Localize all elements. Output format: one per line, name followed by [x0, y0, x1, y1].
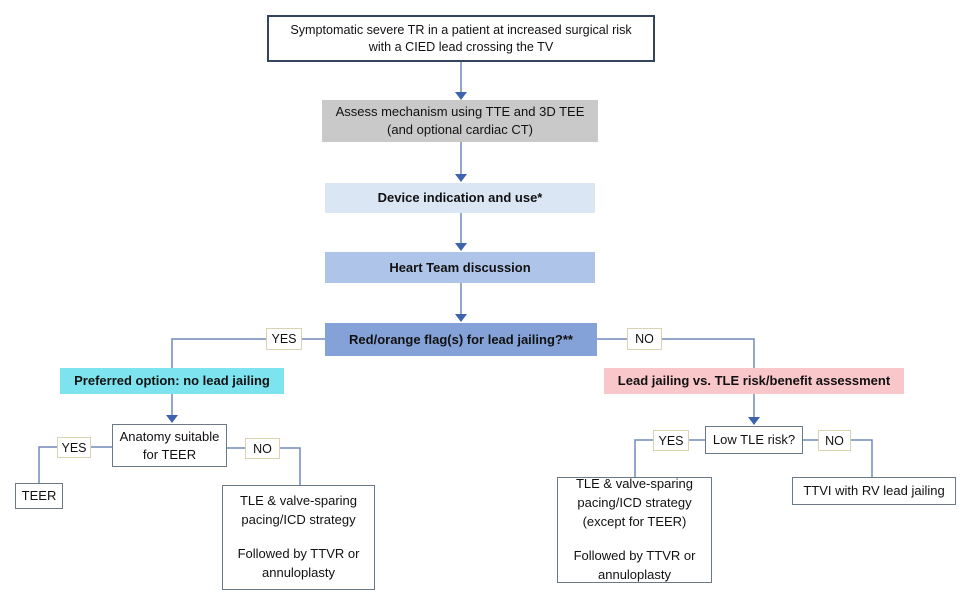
branch-label-no-anatomy: NO [245, 438, 280, 459]
node-teer-label: TEER [21, 488, 57, 504]
arrowhead-heart [455, 243, 467, 251]
node-low-tle-label: Low TLE risk? [712, 432, 796, 448]
node-tle-right-para1: TLE & valve-sparing pacing/ICD strategy … [575, 476, 694, 530]
node-assess-mechanism: Assess mechanism using TTE and 3D TEE (a… [322, 100, 598, 142]
node-lead-jailing-flags: Red/orange flag(s) for lead jailing?** [325, 323, 597, 356]
node-heart-team-label: Heart Team discussion [389, 259, 531, 275]
node-preferred-option: Preferred option: no lead jailing [60, 368, 284, 394]
node-start: Symptomatic severe TR in a patient at in… [267, 15, 655, 62]
node-preferred-label: Preferred option: no lead jailing [74, 373, 270, 389]
node-low-tle-risk: Low TLE risk? [705, 426, 803, 454]
arrowhead-device [455, 174, 467, 182]
node-flags-label: Red/orange flag(s) for lead jailing?** [349, 331, 573, 347]
arrowhead-lowtle [748, 417, 760, 425]
node-tle-strategy-right: TLE & valve-sparing pacing/ICD strategy … [557, 476, 712, 583]
node-device-indication: Device indication and use* [325, 183, 595, 213]
node-teer: TEER [15, 483, 63, 509]
node-anatomy-line1: Anatomy suitable [119, 428, 220, 444]
node-tle-left-para1: TLE & valve-sparing pacing/ICD strategy [239, 493, 358, 528]
node-anatomy-teer: Anatomy suitable for TEER [112, 424, 227, 467]
branch-label-yes-lowtle: YES [653, 430, 689, 451]
node-start-line1: Symptomatic severe TR in a patient at in… [290, 22, 632, 37]
node-assess-line1: Assess mechanism using TTE and 3D TEE [335, 104, 585, 120]
node-ttvi: TTVI with RV lead jailing [792, 477, 956, 505]
branch-label-no-flags: NO [627, 328, 662, 350]
node-assess-line2: (and optional cardiac CT) [387, 122, 533, 137]
node-risk-benefit: Lead jailing vs. TLE risk/benefit assess… [604, 368, 904, 394]
arrowhead-anatomy [166, 415, 178, 423]
node-anatomy-line2: for TEER [142, 446, 197, 462]
branch-label-yes-anatomy: YES [57, 437, 91, 458]
node-start-line2: with a CIED lead crossing the TV [368, 39, 554, 54]
arrowhead-flags [455, 314, 467, 322]
node-device-label: Device indication and use* [377, 190, 543, 206]
node-heart-team: Heart Team discussion [325, 252, 595, 283]
branch-label-yes-flags: YES [266, 328, 302, 350]
branch-label-no-lowtle: NO [818, 430, 851, 451]
node-risk-benefit-label: Lead jailing vs. TLE risk/benefit assess… [617, 373, 891, 389]
node-tle-strategy-left: TLE & valve-sparing pacing/ICD strategy … [222, 485, 375, 590]
node-ttvi-label: TTVI with RV lead jailing [803, 483, 945, 499]
node-tle-left-para2: Followed by TTVR or annuloplasty [237, 546, 360, 580]
arrowhead-assess [455, 92, 467, 100]
node-tle-right-para2: Followed by TTVR or annuloplasty [573, 547, 696, 582]
